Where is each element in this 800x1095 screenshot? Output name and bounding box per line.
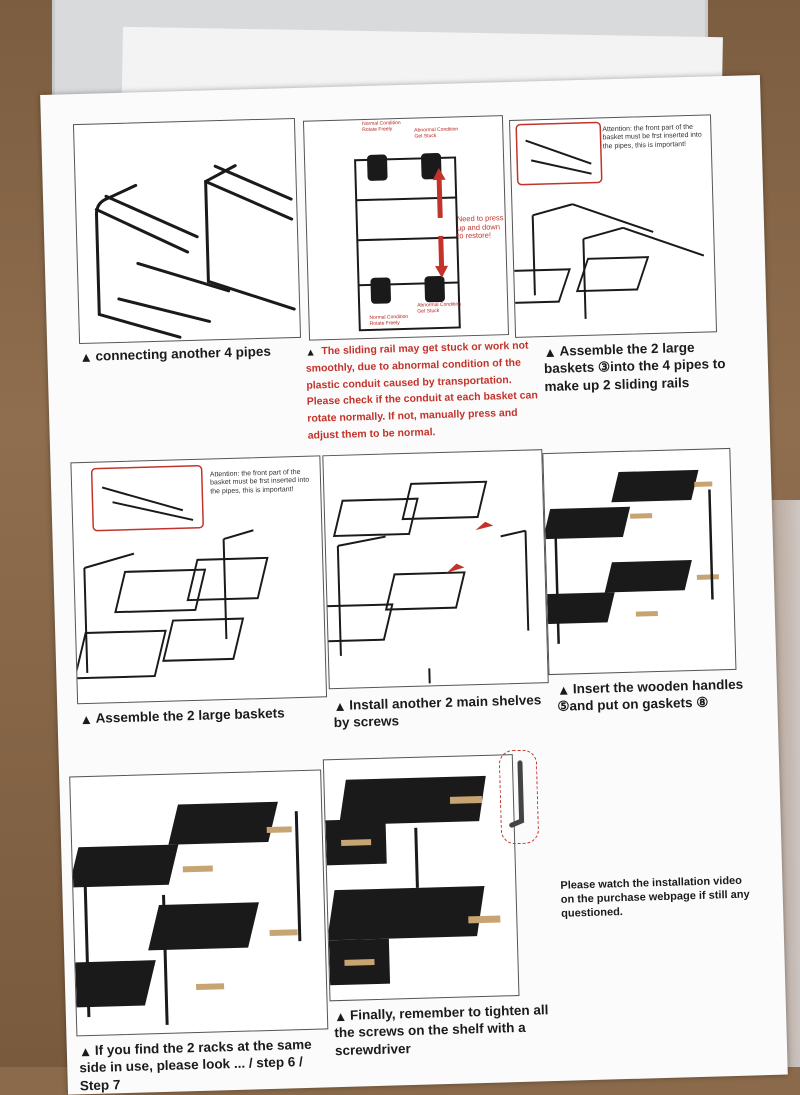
attention-step-9: Attention: the front part of the basket …	[209, 468, 310, 496]
panel-step-7: Normal Condition Rotate Freely Abnormal …	[302, 115, 510, 341]
pipes-illustration	[94, 164, 296, 339]
label-bottom-abnormal: Abnormal Condition Get Stuck	[417, 301, 462, 315]
caption-step-9-text: Assemble the 2 large baskets	[95, 705, 285, 726]
step-6-number-icon: ▲	[79, 349, 94, 366]
label-bottom-normal: Normal Condition Rotate Freely	[369, 313, 409, 327]
caption-step-11-text: Insert the wooden handles ⑤and put on ga…	[557, 676, 744, 715]
step-8-number-icon: ▲	[543, 344, 558, 361]
caption-step-7: ▲The sliding rail may get stuck or work …	[305, 337, 548, 444]
step-9-number-icon: ▲	[79, 711, 94, 728]
caption-step-9: ▲Assemble the 2 large baskets	[79, 703, 329, 727]
panel-step-10	[322, 449, 549, 690]
caption-step-6: ▲connecting another 4 pipes	[79, 342, 309, 366]
sliding-rails-illustration	[510, 121, 705, 319]
panel-step-9: Attention: the front part of the basket …	[70, 455, 328, 705]
step-10-number-icon: ▲	[333, 698, 347, 715]
main-shelves-illustration	[323, 480, 530, 684]
step-7-number-icon: ▲	[305, 346, 317, 359]
panel-step-11	[542, 447, 737, 676]
allen-key-icon	[509, 760, 525, 828]
caption-step-6-text: connecting another 4 pipes	[95, 343, 272, 364]
instruction-sheet: ▲connecting another 4 pipes Normal Condi…	[40, 74, 788, 1095]
step-13-number-icon: ▲	[333, 1008, 348, 1025]
screwdriver-inset	[498, 749, 540, 845]
caption-step-12: ▲If you find the 2 racks at the same sid…	[79, 1035, 330, 1094]
video-note: Please watch the installation video on t…	[560, 874, 750, 920]
caption-step-11: ▲Insert the wooden handles ⑤and put on g…	[557, 675, 768, 715]
panel-step-6	[72, 117, 302, 345]
wooden-handles-illustration	[543, 469, 719, 644]
large-baskets-illustration	[73, 465, 269, 680]
caption-step-13: ▲Finally, remember to tighten all the sc…	[334, 1001, 565, 1059]
tighten-screws-illustration	[325, 775, 501, 986]
label-press: Need to press up and down to restore!	[456, 213, 504, 241]
caption-step-10: ▲Install another 2 main shelves by screw…	[333, 691, 544, 731]
panel-step-8: Attention: the front part of the basket …	[509, 114, 718, 338]
racks-same-side-illustration	[70, 801, 302, 1025]
panel-step-12	[69, 769, 329, 1037]
step-11-number-icon: ▲	[556, 682, 571, 698]
caption-step-8: ▲Assemble the 2 large baskets ③into the …	[543, 338, 744, 395]
caption-step-13-text: Finally, remember to tighten all the scr…	[334, 1002, 549, 1058]
caption-step-8-text: Assemble the 2 large baskets ③into the 4…	[543, 339, 726, 394]
caption-step-12-text: If you find the 2 racks at the same side…	[79, 1036, 312, 1093]
step-12-number-icon: ▲	[78, 1043, 93, 1060]
label-top-abnormal: Abnormal Condition Get Stuck	[414, 126, 459, 140]
attention-step-8: Attention: the front part of the basket …	[602, 123, 702, 151]
label-top-normal: Normal Condition Rotate Freely	[361, 119, 401, 133]
caption-step-10-text: Install another 2 main shelves by screws	[333, 692, 542, 731]
rail-conduit-illustration	[354, 152, 461, 332]
caption-step-7-text: The sliding rail may get stuck or work n…	[305, 339, 538, 442]
panel-step-13	[322, 754, 520, 1002]
